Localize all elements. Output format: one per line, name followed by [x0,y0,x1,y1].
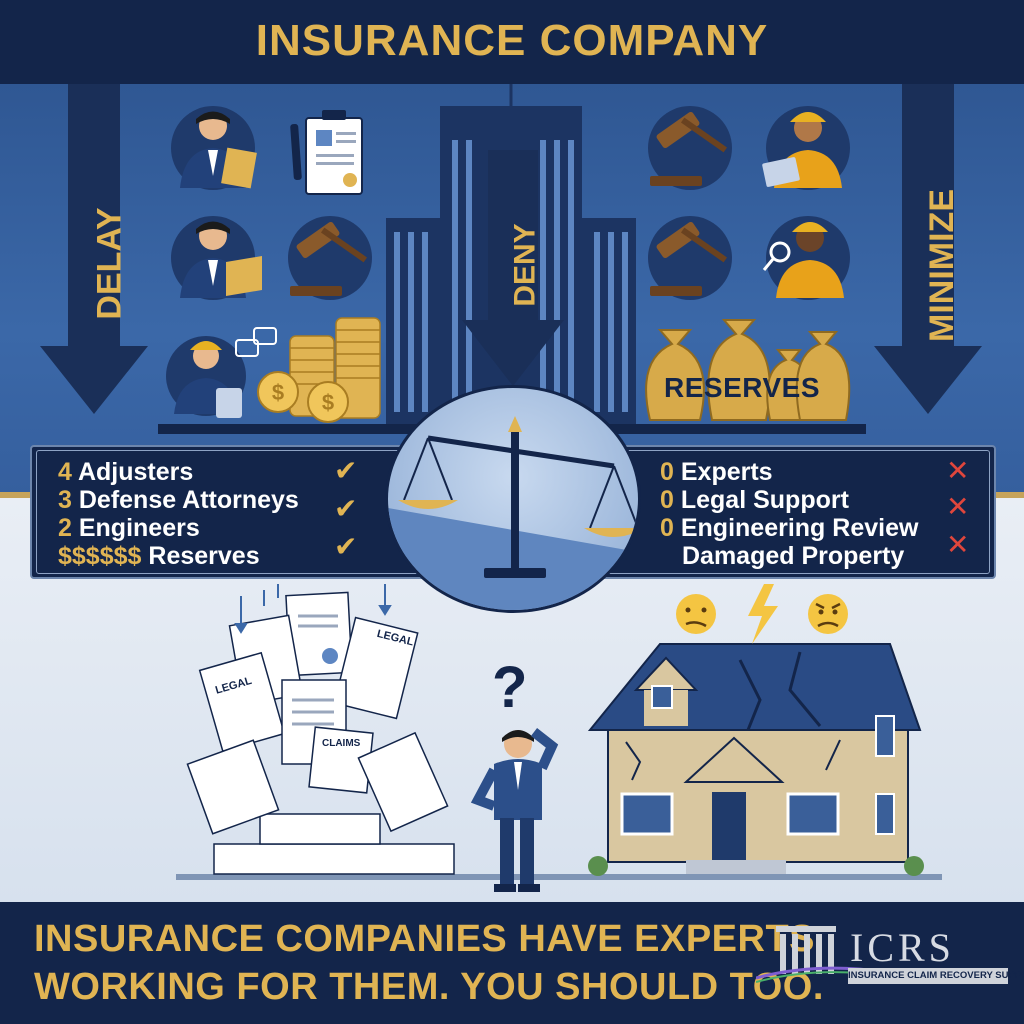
cross-icon: ✕ [946,529,970,560]
delay-arrow-icon [40,84,148,414]
insurer-stat: 2 Engineers [58,514,200,542]
homeowner-stat: 0 Engineering Review [660,514,919,542]
reserves-label: RESERVES [664,372,820,403]
engineer-icon [166,336,246,418]
footer-headline: WORKING FOR THEM. YOU SHOULD TOO. [34,966,824,1008]
lightning-icon [748,584,778,644]
falling-arrows-icon [234,584,392,634]
svg-text:$: $ [272,380,284,405]
deny-arrow-icon [462,150,564,386]
gavel-icon-2 [648,106,732,190]
scale-circle [385,385,641,613]
homeowner-stat: 0 Experts [660,458,773,486]
delay-label: DELAY [90,207,129,320]
footer-headline: INSURANCE COMPANIES HAVE EXPERTS [34,918,816,960]
homeowner-stat: 0 Legal Support [660,486,849,514]
insurer-illustration: $ $ [40,84,982,434]
worried-face-icon [676,594,716,634]
check-icon: ✔ [334,455,358,486]
ground [176,874,942,880]
page-title: INSURANCE COMPANY [255,16,769,65]
minimize-label: MINIMIZE [922,189,961,342]
cross-icon: ✕ [946,455,970,486]
gavel-icon-3 [648,216,732,300]
damaged-house-icon [587,643,924,876]
header-bar [0,0,1024,84]
check-icon: ✔ [334,531,358,562]
attorney-icon [171,216,262,300]
logo-wordmark: ICRS [850,925,955,970]
cross-icon: ✕ [946,491,970,522]
adjuster-icon [171,106,257,190]
coins-icon: $ $ [257,317,381,423]
question-mark: ? [492,655,528,720]
gavel-icon [288,216,372,300]
paper-pile-icon [186,591,455,875]
chat-icon [235,327,277,357]
footer-bar [0,902,1024,1024]
angry-face-icon [808,594,848,634]
svg-text:$: $ [322,390,334,415]
confused-man-icon [470,728,559,892]
money-bags-icon [645,319,851,421]
logo-subtitle: INSURANCE CLAIM RECOVERY SUPPORT [848,968,1024,984]
insurer-stat: 3 Defense Attorneys [58,486,299,514]
deny-label: DENY [508,223,542,307]
insurer-stat: 4 Adjusters [58,458,194,486]
check-icon: ✔ [334,493,358,524]
balance-scale-icon [388,416,638,610]
claims-doc-label: CLAIMS [322,738,361,749]
certificate-icon [290,110,363,195]
minimize-arrow-icon [874,84,982,414]
magnifier-engineer-icon [762,216,850,300]
homeowner-illustration: LEGAL LEGAL CLAIMS [176,584,942,892]
inspector-icon [762,106,850,190]
homeowner-stat: Damaged Property [682,542,905,570]
insurer-stat: $$$$$$ Reserves [58,542,260,570]
